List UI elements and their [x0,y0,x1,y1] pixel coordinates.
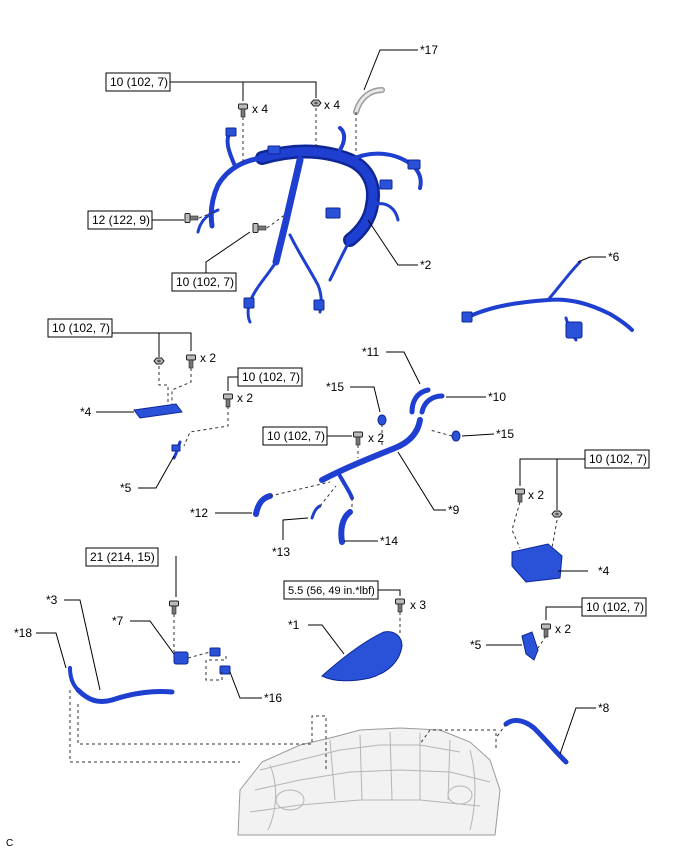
part-9-hose-assembly [319,387,461,500]
callout-label: *14 [380,534,398,548]
part-1-cover [321,631,403,682]
bolt-icon [395,598,405,613]
callout-label: *7 [112,614,124,628]
part-8-hose [503,718,569,765]
torque-spec-box: 5.5 (56, 49 in.*lbf) [283,580,379,600]
quantity-label: x 3 [410,598,426,612]
callout-label: *5 [120,481,132,495]
callout-label: *13 [272,545,290,559]
torque-spec-box: 10 (102, 7) [584,449,650,469]
part-14-hose [338,509,353,545]
quantity-label: x 2 [555,622,571,636]
part-17-hose [353,87,385,115]
engine-illustration [237,727,501,836]
callout-label: *5 [470,638,482,652]
callout-label: *15 [326,380,344,394]
torque-spec-text: 10 (102, 7) [52,321,110,335]
callout-label: *4 [80,405,92,419]
quantity-label: x 2 [237,391,253,405]
quantity-label: x 4 [324,98,340,112]
callout-label: *16 [264,691,282,705]
torque-spec-box: 10 (102, 7) [237,367,303,387]
figure-code: C [6,838,13,849]
torque-spec-text: 21 (214, 15) [90,550,155,564]
torque-spec-text: 10 (102, 7) [110,75,168,89]
part-5-clip-left [171,440,182,460]
callout-label: *4 [598,564,610,578]
callout-label: *12 [190,506,208,520]
callout-label: *2 [420,258,432,272]
bolt-icon [169,600,179,615]
torque-spec-box: 10 (102, 7) [581,597,647,617]
torque-spec-text: 12 (122, 9) [92,213,150,227]
callout-label: *3 [46,593,58,607]
bolt-icon [353,431,363,446]
part-12-hose [253,493,273,517]
torque-spec-text: 10 (102, 7) [589,452,647,466]
part-13-hose [310,504,322,520]
callout-label: *6 [608,250,620,264]
part-4-bracket-left [133,403,183,419]
bolt-icon [186,354,196,369]
torque-spec-box: 12 (122, 9) [87,210,153,230]
quantity-label: x 2 [200,351,216,365]
engine-wire-harness-main [196,126,423,324]
torque-spec-text: 10 (102, 7) [267,429,325,443]
quantity-label: x 2 [368,431,384,445]
quantity-label: x 2 [528,488,544,502]
leader-lines [36,49,606,755]
bolt-icon [223,393,233,408]
bolt-icon [238,103,248,118]
callout-label: *15 [496,427,514,441]
bolt-icon [184,213,199,223]
torque-spec-text: 5.5 (56, 49 in.*lbf) [288,585,375,597]
bolt-icon [252,223,267,233]
part-6-wire-harness [461,260,634,342]
nut-icon [153,357,165,365]
nut-icon [310,99,322,107]
torque-spec-box: 10 (102, 7) [262,426,328,446]
callout-label: *17 [420,43,438,57]
quantity-label: x 4 [252,102,268,116]
part-3-hose [68,666,175,705]
nut-icon [551,510,563,518]
callout-label: *11 [362,345,379,359]
part-5-clip-right [521,631,539,661]
torque-spec-text: 10 (102, 7) [176,275,234,289]
callout-label: *1 [288,618,300,632]
callout-label: *8 [598,701,610,715]
torque-spec-text: 10 (102, 7) [586,600,644,614]
callout-label: *18 [14,626,32,640]
torque-spec-box: 21 (214, 15) [85,547,159,567]
dashed-guides [69,108,558,770]
torque-spec-box: 10 (102, 7) [47,318,113,338]
bolt-icon [541,623,551,638]
bolt-icon [515,488,525,503]
torque-spec-text: 10 (102, 7) [242,370,300,384]
part-7-bracket [173,647,231,675]
callout-label: *10 [488,390,506,404]
torque-spec-box: 10 (102, 7) [171,272,237,292]
callout-label: *9 [448,503,460,517]
torque-spec-box: 10 (102, 7) [105,72,171,92]
part-4-bracket-right [511,543,563,583]
